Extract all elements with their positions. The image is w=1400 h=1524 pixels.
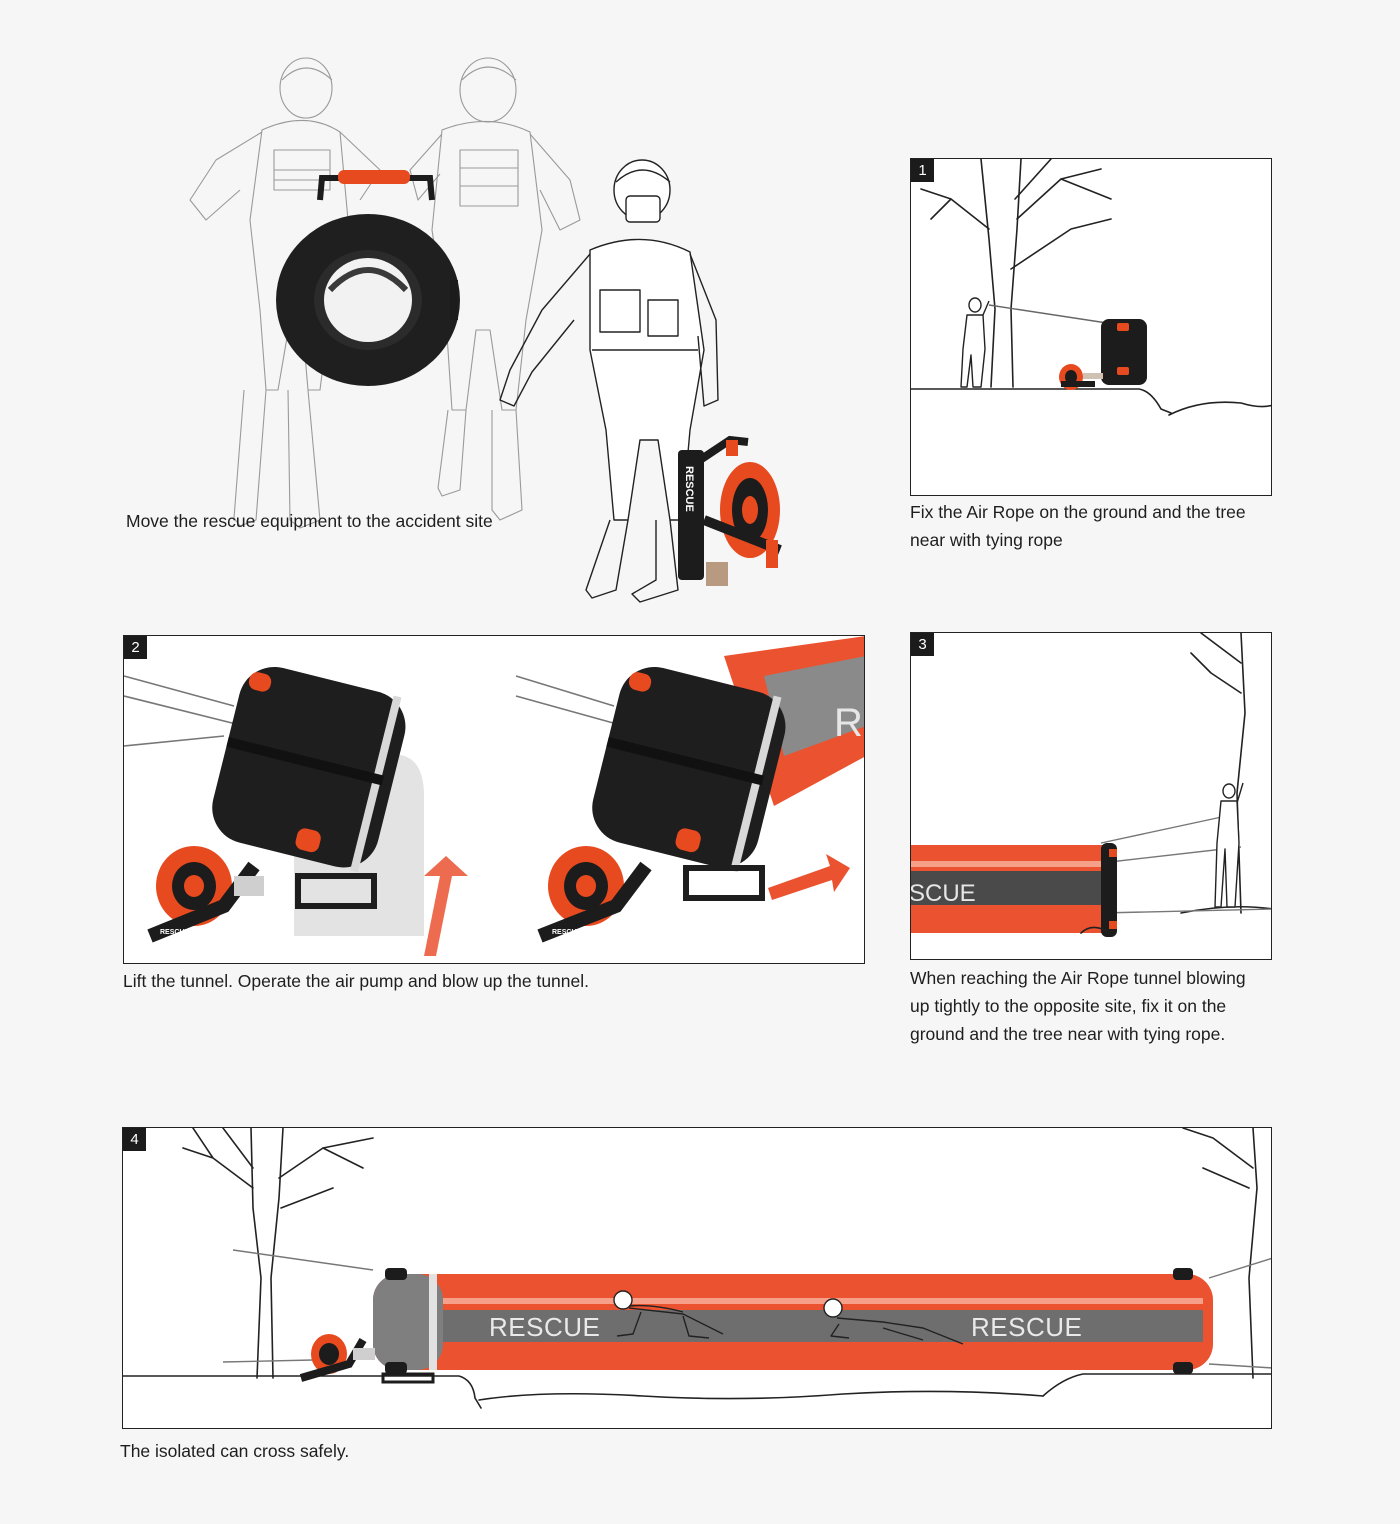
step-3-number: 3: [911, 633, 934, 656]
step-1-scene: [911, 159, 1271, 416]
step-4-caption: The isolated can cross safely.: [120, 1441, 350, 1461]
air-rope-tunnel: [373, 1268, 1213, 1384]
carried-pump-device: [678, 435, 782, 586]
tree-left-icon: [182, 1128, 374, 1379]
pump-device: [299, 1334, 375, 1382]
air-rope-device: [1059, 319, 1147, 390]
step-4-number: 4: [123, 1128, 146, 1151]
step-3-panel: 3 SCUE: [910, 632, 1272, 960]
step-1-number: 1: [911, 159, 934, 182]
tube-letter: R: [834, 701, 863, 745]
reel-rescue-label: RESCUE: [683, 466, 695, 512]
intro-illustration: RESCUE: [189, 57, 782, 603]
person-silhouette: [960, 297, 990, 388]
pump-label-right: RESCUE: [552, 929, 582, 936]
person-silhouette: [1214, 782, 1244, 908]
ghost-rescuer-middle: [409, 57, 581, 521]
step-2-panel: 2 RESCUE: [123, 635, 865, 964]
tree-right-icon: [1182, 1128, 1258, 1379]
step-3-caption: When reaching the Air Rope tunnel blowin…: [910, 968, 1246, 1044]
ghost-rescuer-left: [189, 57, 381, 529]
tunnel-label-right: RESCUE: [971, 1312, 1083, 1342]
front-rescuer: [499, 159, 719, 603]
step-4-scene: [123, 1128, 1271, 1409]
inflated-tunnel-end: [911, 843, 1117, 937]
pump-label-left: RESCUE: [160, 929, 190, 936]
step-2-caption: Lift the tunnel. Operate the air pump an…: [123, 971, 590, 991]
tree-icon: [920, 159, 1112, 388]
tunnel-rescue-label: SCUE: [911, 880, 976, 907]
step-4-panel: 4: [122, 1127, 1272, 1429]
step-2-scene: RESCUE R RESCUE: [124, 636, 864, 963]
crawling-person-2: [823, 1298, 964, 1345]
step-1-panel: 1: [910, 158, 1272, 496]
step-1-caption: Fix the Air Rope on the ground and the t…: [910, 502, 1246, 550]
inflating-tunnel-render: [515, 636, 864, 943]
lift-tunnel-render: [124, 666, 468, 956]
tunnel-label-left: RESCUE: [489, 1312, 601, 1342]
step-3-scene: SCUE: [911, 633, 1271, 937]
intro-caption: Move the rescue equipment to the acciden…: [126, 511, 493, 531]
step-2-number: 2: [124, 636, 147, 659]
carried-air-rope-reel: [276, 170, 460, 386]
crawling-person-1: [613, 1290, 724, 1339]
